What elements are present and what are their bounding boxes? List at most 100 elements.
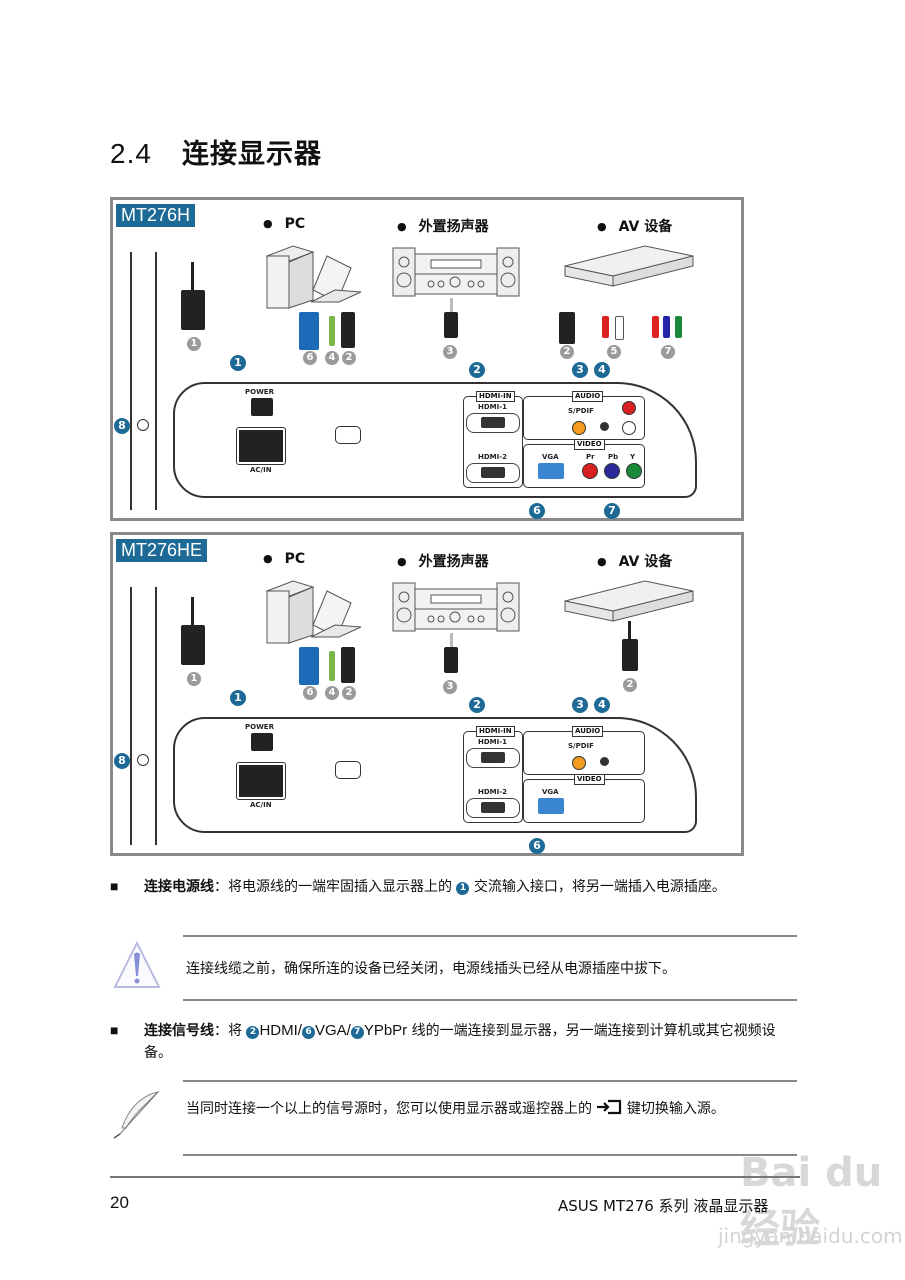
cable-badge: 2 <box>342 351 356 365</box>
category-speaker: 外置扬声器 <box>397 551 489 571</box>
category-speaker: 外置扬声器 <box>397 216 489 236</box>
cable-badge: 2 <box>342 686 356 700</box>
optical-plug <box>444 312 458 338</box>
hdmi2-port <box>466 798 520 818</box>
side-port <box>137 419 149 431</box>
monitor-side-line <box>155 587 157 845</box>
audio-group: AUDIO S/PDIF <box>523 726 645 775</box>
video-group: VIDEO VGA <box>523 774 645 823</box>
rear-panel: POWER AC/IN HDMI-IN HDMI-1 HDMI-2 AUDIO … <box>173 382 697 498</box>
cable-badge: 2 <box>560 345 574 359</box>
callout-hdmi: 2 <box>469 362 485 378</box>
av-device-icon <box>564 245 694 287</box>
callout-vga: 6 <box>529 838 545 854</box>
power-cable <box>191 262 194 292</box>
caution-text: 连接线缆之前，确保所连的设备已经关闭，电源线插头已经从电源插座中拔下。 <box>186 961 676 977</box>
audio-plug <box>329 651 335 681</box>
vga-plug <box>299 312 319 350</box>
cable-badge: 1 <box>187 672 201 686</box>
power-switch <box>251 398 273 416</box>
optical-cable <box>450 633 453 647</box>
ac-in-socket <box>236 427 286 465</box>
monitor-side-line <box>130 252 132 510</box>
hdmi2-port <box>466 463 520 483</box>
label-spdif: S/PDIF <box>568 407 594 415</box>
label-hdmi1: HDMI-1 <box>478 403 508 411</box>
category-pc: PC <box>263 551 306 567</box>
text: ：将电源线的一端牢固插入显示器上的 <box>214 879 457 895</box>
inline-badge: 6 <box>301 1026 315 1039</box>
hdmi-in-group: HDMI-IN HDMI-1 HDMI-2 <box>463 726 523 823</box>
hdmi-plug <box>559 312 575 344</box>
pb-port <box>604 463 620 479</box>
callout-earphone: 4 <box>594 697 610 713</box>
callout-earphone: 4 <box>594 362 610 378</box>
rca-white-plug <box>615 316 624 340</box>
label-hdmi1: HDMI-1 <box>478 738 508 746</box>
label-audio: AUDIO <box>572 726 604 737</box>
text: 交流输入接口，将另一端插入电源插座。 <box>469 879 726 895</box>
footer-title: ASUS MT276 系列 液晶显示器 <box>558 1197 769 1215</box>
kensington-lock-icon <box>335 426 361 444</box>
text: ：将 <box>214 1023 247 1039</box>
inline-badge: 1 <box>456 882 470 895</box>
ac-in-socket <box>236 762 286 800</box>
vga-port <box>538 463 564 479</box>
bullet-icon: ■ <box>110 1022 119 1038</box>
model-tag: MT276H <box>116 204 196 227</box>
audio-plug <box>329 316 335 346</box>
section-heading: 2.4 连接显示器 <box>110 132 322 171</box>
model-tag: MT276HE <box>116 539 208 562</box>
component-pr-plug <box>652 316 659 338</box>
panel-mt276he: MT276HE PC 外置扬声器 AV 设备 1 6 4 2 3 2 1 2 3 <box>110 532 744 856</box>
hdmi1-port <box>466 413 520 433</box>
category-av: AV 设备 <box>597 216 673 236</box>
cable-badge: 4 <box>325 686 339 700</box>
power-plug <box>181 290 205 330</box>
text: 线的一端连接到显示器，另一端连接到计算机或其它视频设备。 <box>144 1023 776 1061</box>
monitor-side-line <box>130 587 132 845</box>
label-hdmi-in: HDMI-IN <box>476 391 515 402</box>
callout-hdmi: 2 <box>469 697 485 713</box>
rca-red-plug <box>602 316 609 338</box>
pc-laptop-icon <box>265 245 362 309</box>
panel-mt276h: MT276H PC 外置扬声器 AV 设备 1 6 4 2 3 <box>110 197 744 521</box>
label-y: Y <box>630 453 636 461</box>
watermark-logo: Bai du 经验 <box>740 1150 883 1252</box>
av-device-icon <box>564 580 694 622</box>
label-acin: AC/IN <box>250 801 272 809</box>
label-vga: VGA <box>542 788 559 796</box>
kensington-lock-icon <box>335 761 361 779</box>
divider <box>183 1080 797 1082</box>
earphone-port <box>600 422 609 431</box>
pc-laptop-icon <box>265 580 362 644</box>
audio-group: AUDIO S/PDIF <box>523 391 645 440</box>
label-audio: AUDIO <box>572 391 604 402</box>
section-number: 2.4 <box>110 138 152 169</box>
y-port <box>626 463 642 479</box>
label-hdmi-in: HDMI-IN <box>476 726 515 737</box>
warning-triangle-icon <box>113 940 161 988</box>
power-plug <box>181 625 205 665</box>
page-number: 20 <box>110 1193 129 1212</box>
label-pb: Pb <box>608 453 619 461</box>
label-hdmi2: HDMI-2 <box>478 788 508 796</box>
optical-plug <box>444 647 458 673</box>
section-title: 连接显示器 <box>182 139 322 170</box>
callout-vga: 6 <box>529 503 545 519</box>
vga-port <box>538 798 564 814</box>
spdif-port <box>572 421 586 435</box>
video-group: VIDEO VGA Pr Pb Y <box>523 439 645 488</box>
label-power: POWER <box>245 723 274 731</box>
power-cable <box>191 597 194 627</box>
cable-badge: 6 <box>303 351 317 365</box>
bullet-icon: ■ <box>110 878 119 894</box>
speaker-system-icon <box>392 247 520 297</box>
power-instruction-title: 连接电源线 <box>144 879 214 895</box>
cable-badge: 1 <box>187 337 201 351</box>
cable-badge: 7 <box>661 345 675 359</box>
side-port <box>137 754 149 766</box>
note-text: 当同时连接一个以上的信号源时，您可以使用显示器或遥控器上的 键切换输入源。 <box>186 1098 801 1120</box>
callout-kensington-earphone: 8 <box>114 418 130 434</box>
